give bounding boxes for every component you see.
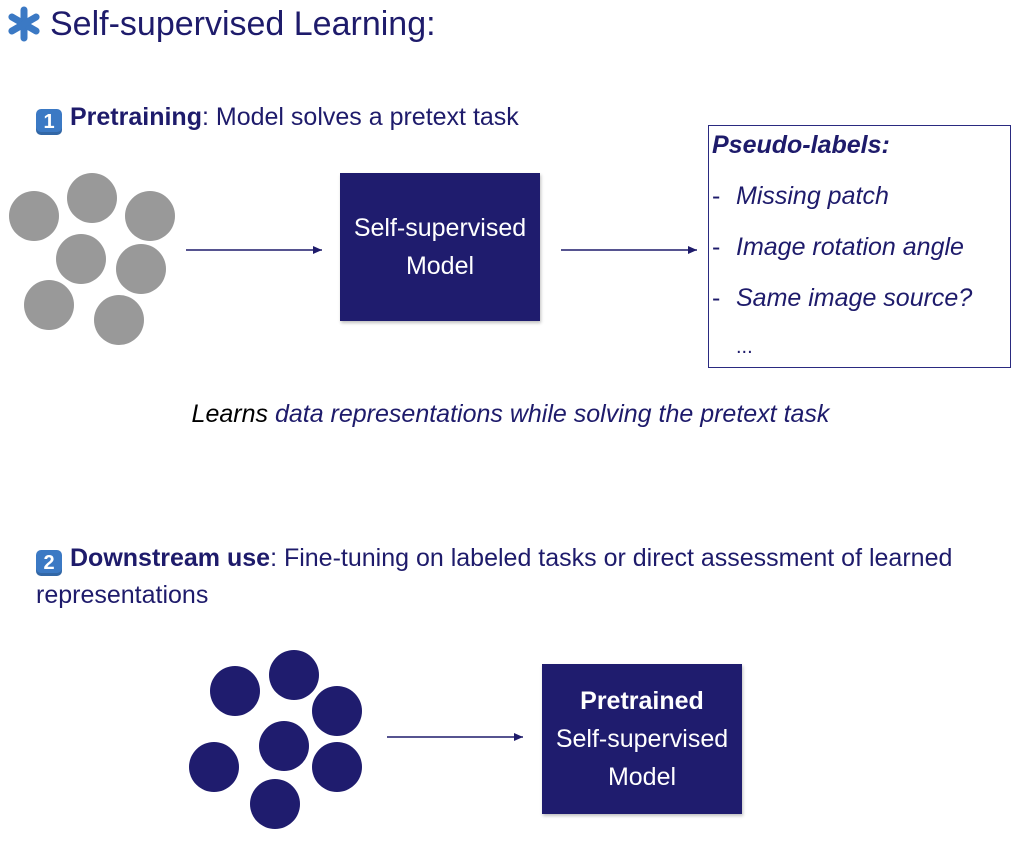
data-point (210, 666, 260, 716)
data-point (125, 191, 175, 241)
pseudo-labels-box: Pseudo-labels: -Missing patch -Image rot… (708, 125, 1011, 368)
data-point (116, 244, 166, 294)
learns-caption: Learns data representations while solvin… (0, 400, 1021, 429)
labeled-data-cluster (189, 650, 362, 829)
page-title: Self-supervised Learning: (0, 2, 436, 46)
pseudo-label-item: -Same image source? (712, 284, 973, 312)
learns-keyword: Learns (191, 400, 268, 428)
data-point (24, 280, 74, 330)
data-point (67, 173, 117, 223)
step-1-badge: 1 (36, 109, 62, 135)
step-1-title: Pretraining (70, 103, 202, 131)
pseudo-label-item: -Image rotation angle (712, 233, 964, 261)
pretrained-label: Pretrained (580, 687, 704, 715)
model-label-line2: Model (405, 252, 475, 280)
step-1-heading: 1 Pretraining: Model solves a pretext tas… (36, 99, 519, 135)
data-point (269, 650, 319, 700)
step-2-badge: 2 (36, 550, 62, 576)
model-label-line1: Self-supervised (353, 214, 527, 242)
pretrained-model-label-line3: Model (607, 763, 677, 791)
pretrained-model-label-line2: Self-supervised (555, 725, 729, 753)
data-point (9, 191, 59, 241)
pretrained-model-box: Pretrained Self-supervised Model (542, 664, 742, 814)
pseudo-label-item: -Missing patch (712, 182, 889, 210)
data-point (312, 686, 362, 736)
unlabeled-data-cluster (9, 173, 175, 345)
data-point (94, 295, 144, 345)
asterisk-icon (4, 4, 44, 44)
data-point (250, 779, 300, 829)
data-point (189, 742, 239, 792)
data-point (259, 721, 309, 771)
pseudo-label-ellipsis: ... (736, 336, 753, 358)
self-supervised-model-box: Self-supervised Model (340, 173, 540, 321)
data-point (56, 234, 106, 284)
step-1-description: : Model solves a pretext task (201, 103, 519, 131)
pseudo-labels-header: Pseudo-labels: (712, 131, 890, 159)
data-point (312, 742, 362, 792)
step-2-heading: 2 Downstream use: Fine-tuning on labeled … (36, 540, 996, 614)
title-text: Self-supervised Learning: (50, 5, 436, 43)
step-2-title: Downstream use (70, 544, 271, 572)
step-2-description: : Fine-tuning on labeled tasks or direct… (36, 544, 953, 609)
learns-description: data representations while solving the p… (268, 400, 830, 428)
